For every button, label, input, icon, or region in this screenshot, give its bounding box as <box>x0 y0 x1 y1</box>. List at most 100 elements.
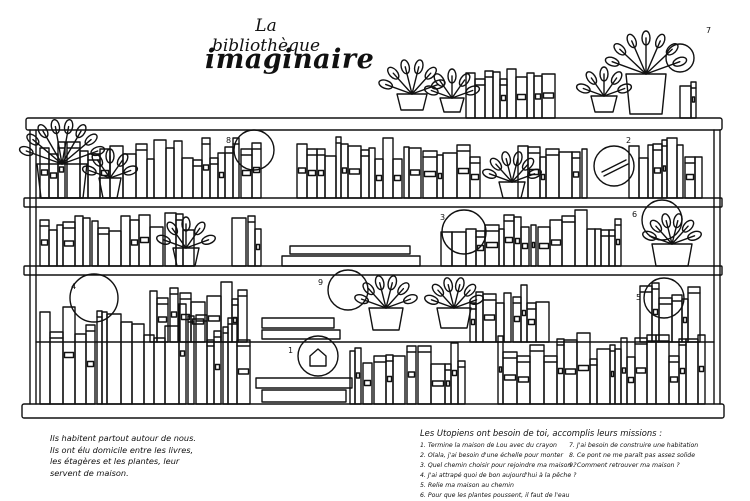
book-icon <box>558 151 573 199</box>
potted-plant-icon-leaf <box>181 216 191 232</box>
potted-plant-icon-leaf <box>413 59 424 75</box>
potted-plant-icon-leaf <box>424 294 439 305</box>
book-icon <box>373 355 387 405</box>
mission-item: 6. Pour que les plantes poussent, il fau… <box>420 492 570 499</box>
mission-item: 2. Olala, j'ai besoin d'une échelle pour… <box>420 452 563 459</box>
book-label <box>615 238 621 246</box>
potted-plant-icon-leaf <box>443 277 454 293</box>
book-icon <box>697 334 706 405</box>
book-icon <box>49 331 64 405</box>
potted-plant-icon-leaf <box>193 221 206 236</box>
potted-plant-icon-pot <box>590 95 618 113</box>
book-icon <box>574 209 588 267</box>
mission-item: 4. J'ai attrapé quoi de bon aujourd'hui … <box>420 472 577 479</box>
book-label <box>218 171 225 179</box>
book-label <box>531 241 536 249</box>
potted-plant-icon-leaf <box>599 66 609 82</box>
potted-plant-icon-leaf <box>63 118 74 135</box>
potted-plant-icon-pot <box>625 73 667 115</box>
book-stack <box>281 255 421 267</box>
potted-plant-icon-pot <box>498 181 526 199</box>
potted-plant-icon-stem <box>385 298 412 309</box>
plants-group <box>18 30 702 331</box>
potted-plant-icon-leaf <box>397 282 410 296</box>
magnifier-circle-icon <box>233 129 275 171</box>
potted-plant-icon-pot <box>436 307 472 329</box>
potted-plant-icon-leaf <box>50 118 61 135</box>
book-label <box>610 370 615 378</box>
book-label <box>407 371 416 378</box>
magnifier-circle-icon <box>641 199 683 241</box>
potted-plant-icon-pot <box>651 243 693 267</box>
book-label <box>255 243 261 251</box>
book-icon <box>655 334 670 405</box>
potted-plant-icon-stem <box>430 299 455 309</box>
potted-plant-icon-stem <box>671 220 679 245</box>
book-icon <box>237 289 248 343</box>
potted-plant-icon-leaf <box>374 275 385 291</box>
book-icon <box>497 335 504 405</box>
book-icon <box>506 68 517 119</box>
book-label <box>483 314 496 321</box>
book-icon <box>156 297 169 343</box>
book-label <box>130 239 139 246</box>
book-label <box>179 350 186 357</box>
potted-plant-icon-stem <box>385 287 405 309</box>
book-label <box>437 172 443 180</box>
book-icon <box>561 215 576 267</box>
book-label <box>202 164 210 171</box>
potted-plant-icon-stem <box>645 60 681 75</box>
book-icon <box>39 311 51 405</box>
spot-number-3: 3 <box>440 213 446 222</box>
book-icon <box>135 143 148 199</box>
potted-plant-icon-stem <box>603 77 618 97</box>
book-icon <box>594 228 602 267</box>
potted-plant-icon-leaf <box>123 165 139 176</box>
book-label <box>485 241 499 249</box>
book-icon <box>169 287 179 343</box>
book-icon <box>666 137 678 199</box>
intro-text: Ils habitent partout autour de nous. Ils… <box>50 433 250 479</box>
book-icon <box>529 344 545 405</box>
potted-plant-icon-leaf <box>613 42 627 56</box>
mission-item: 5. Relie ma maison au chemin <box>420 482 514 489</box>
intro-line: servent de maison. <box>50 467 129 478</box>
spot-number-6: 6 <box>632 210 638 219</box>
potted-plant-icon-leaf <box>81 165 97 176</box>
book-icon <box>85 324 96 405</box>
book-label <box>662 165 667 172</box>
book-label <box>386 375 393 383</box>
potted-plant-icon-leaf <box>387 66 400 80</box>
potted-plant-icon-leaf <box>26 133 40 146</box>
book-icon <box>530 224 537 267</box>
book-label <box>317 169 325 177</box>
intro-line: les étagères et les plantes, leur <box>50 456 180 466</box>
potted-plant-icon-stem <box>411 66 420 95</box>
book-label <box>550 239 562 246</box>
potted-plant-icon-leaf <box>661 213 672 229</box>
potted-plant-icon-leaf <box>489 157 503 171</box>
magnifier-circle-icon <box>69 273 119 323</box>
potted-plant-icon-leaf <box>610 71 623 85</box>
book-icon <box>639 285 653 343</box>
book-label <box>348 168 361 175</box>
book-icon <box>187 315 195 405</box>
spot-number-4: 4 <box>71 282 77 291</box>
book-label <box>470 318 476 326</box>
missions-list-left: 1. Termine la maison de Lou avec du cray… <box>420 441 577 501</box>
book-label <box>40 239 49 246</box>
book-label <box>375 174 383 182</box>
spot-number-1: 1 <box>288 346 294 355</box>
potted-plant-icon-leaf <box>681 219 695 233</box>
potted-plant-icon-stem <box>488 173 513 183</box>
book-label <box>451 369 458 377</box>
house-icon <box>309 348 327 367</box>
book-icon <box>164 212 177 267</box>
book-icon <box>469 156 481 199</box>
potted-plant-icon-leaf <box>465 85 481 96</box>
potted-plant-icon-leaf <box>482 168 497 179</box>
book-icon <box>647 144 654 199</box>
book-icon <box>589 358 598 405</box>
magnifier-circle-icon <box>665 43 695 73</box>
